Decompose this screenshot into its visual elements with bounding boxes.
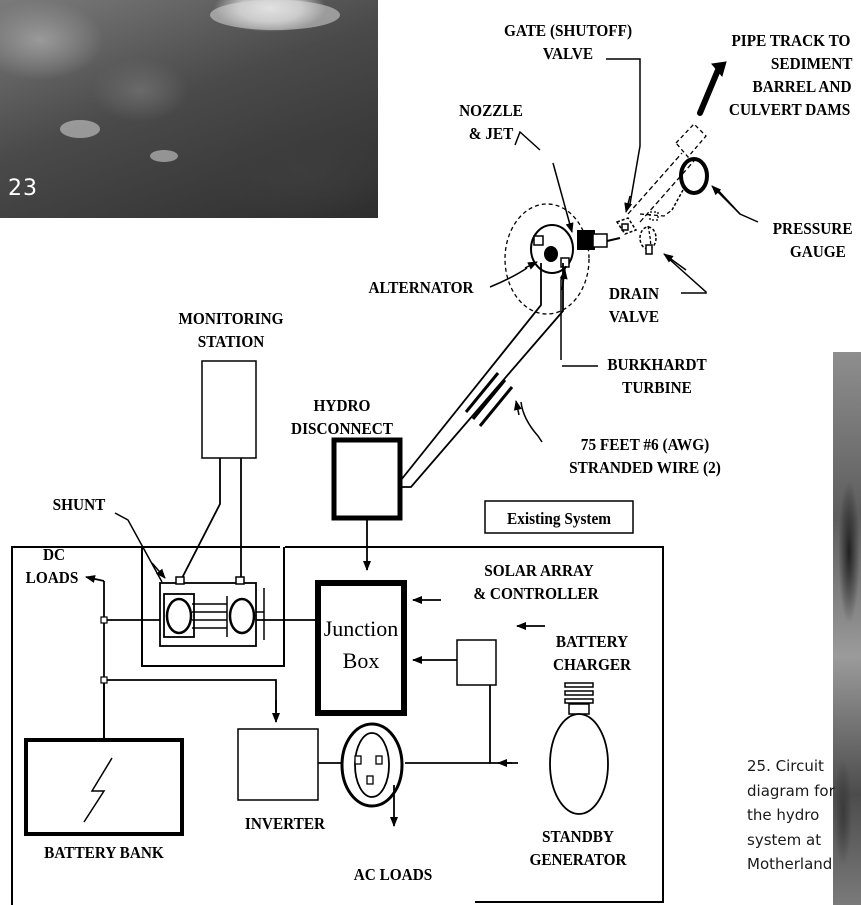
caption-line: system at xyxy=(747,830,822,849)
photo-number: 23 xyxy=(8,176,38,201)
photo-23: 23 xyxy=(0,0,378,218)
junction-box-label-2: Box xyxy=(343,648,380,673)
shunt-assembly xyxy=(159,576,265,647)
existing-system-box xyxy=(484,500,634,534)
dc-loads-label-1: DC xyxy=(43,546,65,564)
standby-generator xyxy=(549,682,609,815)
pressure-gauge-label-2: GAUGE xyxy=(790,243,846,261)
burkhardt-turbine-label-1: BURKHARDT xyxy=(607,356,707,374)
dc-bus xyxy=(100,581,317,740)
existing-system-label: Existing System xyxy=(507,510,612,528)
hydro-disconnect-label-2: DISCONNECT xyxy=(291,420,393,438)
wire-spec-label-1: 75 FEET #6 (AWG) xyxy=(581,436,709,454)
generator-wiring xyxy=(405,685,512,764)
solar-array-label-2: & CONTROLLER xyxy=(473,585,599,603)
alternator-label: ALTERNATOR xyxy=(368,279,473,297)
inverter-box xyxy=(237,728,319,801)
nozzle-label-1: NOZZLE xyxy=(459,102,523,120)
battery-charger-box xyxy=(456,639,497,686)
pressure-gauge xyxy=(679,157,709,195)
pressure-gauge-label-1: PRESSURE xyxy=(773,220,853,238)
caption-line: 25. Circuit xyxy=(747,757,824,775)
battery-bank-label: BATTERY BANK xyxy=(44,844,164,862)
nozzle xyxy=(577,230,595,250)
battery-charger-label-2: CHARGER xyxy=(553,656,631,674)
solar-array-label-1: SOLAR ARRAY xyxy=(484,562,594,580)
standby-generator-label-2: GENERATOR xyxy=(529,851,626,869)
monitoring-wires xyxy=(180,458,242,581)
monitoring-station-box xyxy=(201,360,257,459)
pipe-track-label-3: BARREL AND xyxy=(753,78,852,96)
hydro-wire-run xyxy=(400,263,564,488)
junction-box-label-1: Junction xyxy=(324,616,399,641)
drain-valve-label-1: DRAIN xyxy=(609,285,659,303)
monitoring-station-label-1: MONITORING xyxy=(179,310,284,328)
system-enclosure xyxy=(11,546,664,905)
pipe-track-label-4: CULVERT DAMS xyxy=(729,101,850,119)
battery-charger-label-1: BATTERY xyxy=(556,633,629,651)
burkhardt-turbine-assembly xyxy=(504,61,727,315)
junction-box xyxy=(315,580,407,716)
gate-valve-label-1: GATE (SHUTOFF) xyxy=(504,22,632,40)
photo-right-strip xyxy=(833,352,861,905)
gate-valve-label-2: VALVE xyxy=(543,45,593,63)
ac-load-center xyxy=(340,722,404,808)
drain-valve xyxy=(639,226,657,250)
inverter-label: INVERTER xyxy=(245,815,325,833)
nozzle-label-2: & JET xyxy=(469,125,514,143)
drain-valve-label-2: VALVE xyxy=(609,308,659,326)
hydro-disconnect-label-1: HYDRO xyxy=(314,397,371,415)
callout-leaders xyxy=(114,58,759,583)
burkhardt-turbine-label-2: TURBINE xyxy=(622,379,692,397)
dc-loads-arrow xyxy=(85,575,105,583)
hydro-disconnect-box xyxy=(331,437,403,521)
standby-generator-label-1: STANDBY xyxy=(542,828,614,846)
battery-bank-box xyxy=(24,738,184,836)
dc-loads-label-2: LOADS xyxy=(26,569,79,587)
caption-line: Motherland xyxy=(747,855,833,873)
wire-spec-label-2: STRANDED WIRE (2) xyxy=(569,459,721,477)
figure-caption: 25. Circuit diagram for the hydro system… xyxy=(747,754,835,877)
ac-loads-label: AC LOADS xyxy=(354,866,433,884)
pipe-track-label-1: PIPE TRACK TO xyxy=(731,32,850,50)
caption-line: the hydro xyxy=(747,806,820,824)
battery-bolt-icon xyxy=(83,757,113,823)
caption-line: diagram for xyxy=(747,781,835,800)
gate-valve xyxy=(615,217,638,235)
shunt-label: SHUNT xyxy=(53,496,106,514)
alternator-rotor xyxy=(544,246,558,262)
turbine-housing xyxy=(504,203,590,315)
monitoring-station-label-2: STATION xyxy=(198,333,265,351)
pipe-track-label-2: SEDIMENT xyxy=(771,55,853,73)
